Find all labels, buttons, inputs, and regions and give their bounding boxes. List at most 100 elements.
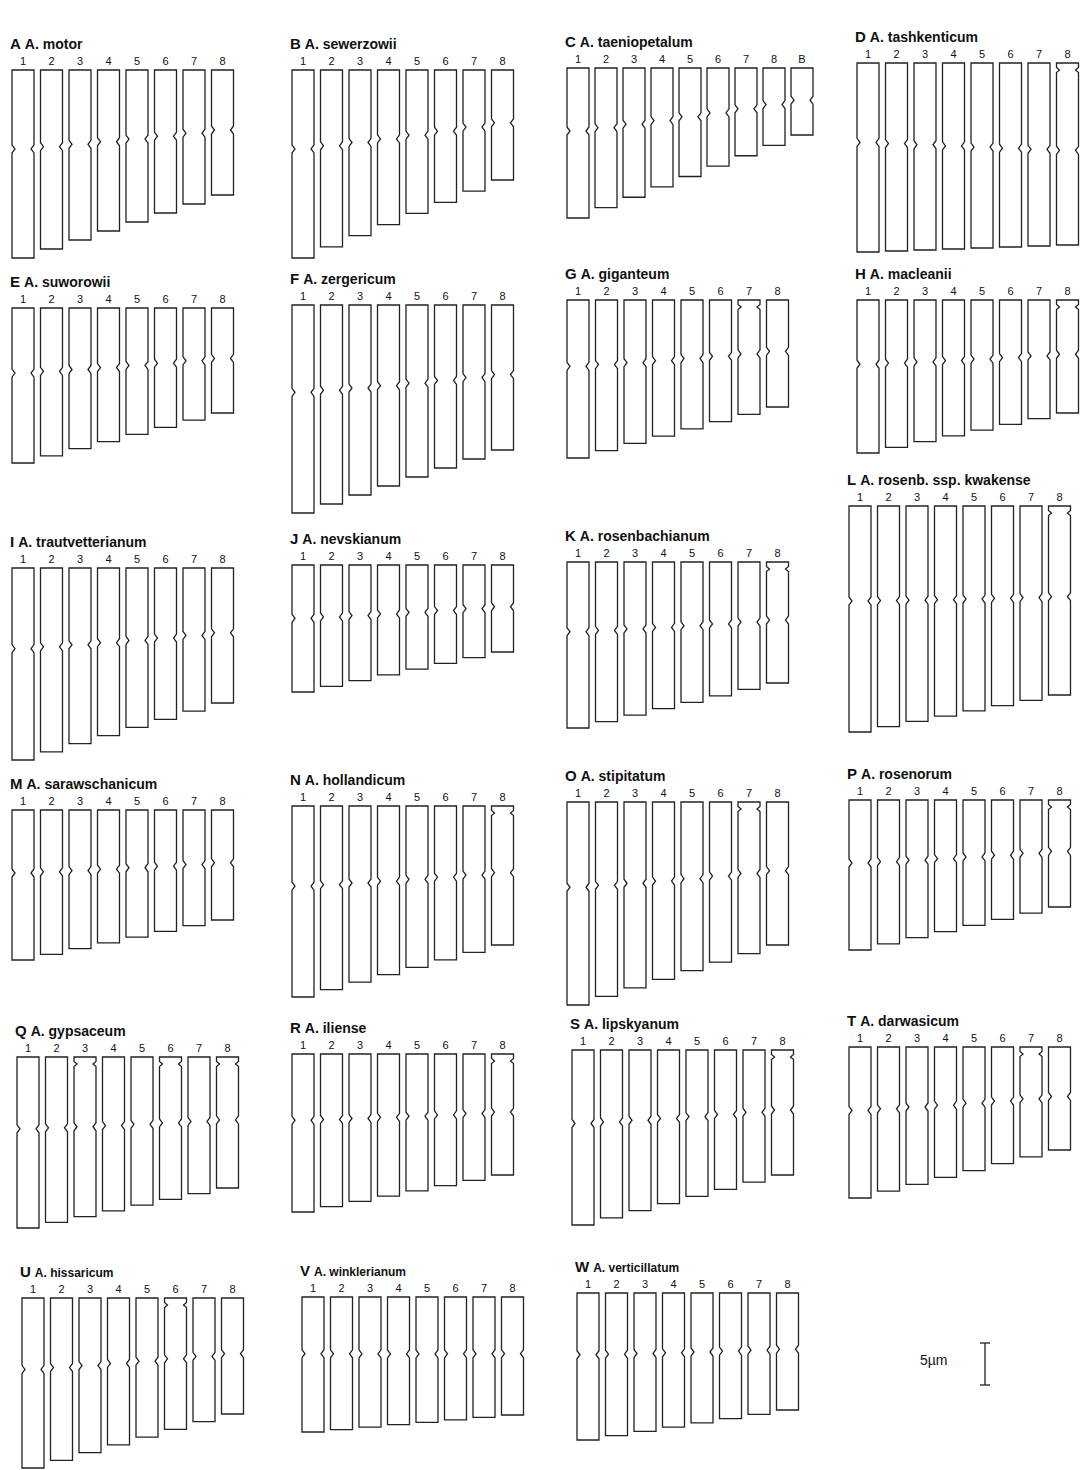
species-name: A. macleanii: [870, 266, 952, 282]
chromosome-number: 2: [321, 1039, 343, 1052]
chromosome-number: 5: [126, 293, 148, 306]
chromosome: [906, 800, 928, 938]
chromosome-number: 7: [1020, 785, 1042, 798]
chromosome: [406, 70, 428, 213]
chromosome-number: 5: [963, 1032, 985, 1045]
chromosome-number: 2: [321, 290, 343, 303]
chromosome: [943, 63, 965, 249]
chromosome-number: 5: [679, 53, 701, 66]
chromosome-number: 1: [849, 491, 871, 504]
chromosome-number: 6: [715, 1035, 737, 1048]
chromosome-number: 1: [292, 1039, 314, 1052]
chromosome-number: 1: [292, 290, 314, 303]
chromosome-number: 4: [98, 553, 120, 566]
panel-header: BA. sewerzowii: [290, 35, 397, 53]
chromosome: [857, 300, 879, 453]
chromosome: [1000, 300, 1022, 424]
chromosome: [849, 506, 871, 732]
species-name: A. gypsaceum: [31, 1023, 126, 1039]
chromosome-number: 2: [321, 791, 343, 804]
chromosome: [445, 1297, 467, 1420]
panel-header: DA. tashkenticum: [855, 28, 978, 46]
chromosome: [79, 1298, 101, 1453]
chromosome: [681, 300, 703, 429]
chromosome-number: 1: [572, 1035, 594, 1048]
chromosome-number: 5: [681, 547, 703, 560]
panel-letter: D: [855, 28, 866, 45]
chromosome-number: 2: [46, 1042, 68, 1055]
chromosome-number: 1: [567, 787, 589, 800]
chromosome: [681, 562, 703, 702]
chromosome-number: 1: [12, 55, 34, 68]
chromosome: [46, 1057, 68, 1222]
chromosome: [629, 1050, 651, 1211]
chromosome: [136, 1298, 158, 1437]
chromosome-number: 5: [126, 55, 148, 68]
panel-letter: K: [565, 527, 576, 544]
panel-letter: E: [10, 273, 20, 290]
chromosome-number: 4: [935, 1032, 957, 1045]
chromosome: [378, 806, 400, 975]
chromosome-number: 3: [906, 785, 928, 798]
chromosome: [98, 308, 120, 442]
chromosome-number: 8: [1049, 1032, 1071, 1045]
chromosome-number: 1: [857, 48, 879, 61]
chromosome-number: 4: [98, 293, 120, 306]
chromosome: [349, 565, 371, 681]
chromosome: [406, 806, 428, 967]
chromosome: [155, 568, 177, 719]
chromosome-number: 7: [183, 795, 205, 808]
chromosome: [567, 562, 589, 728]
chromosome: [183, 810, 205, 926]
chromosome-number: 6: [1000, 285, 1022, 298]
chromosome: [943, 300, 965, 436]
chromosome: [217, 1057, 239, 1188]
chromosome-number: 6: [165, 1283, 187, 1296]
chromosome: [567, 802, 589, 1005]
chromosome: [69, 810, 91, 949]
chromosome-number: 6: [992, 1032, 1014, 1045]
chromosome: [572, 1050, 594, 1225]
panel-header: WA. verticillatum: [575, 1258, 679, 1277]
chromosome: [331, 1297, 353, 1430]
chromosome: [41, 308, 63, 456]
chromosome-number: 4: [98, 795, 120, 808]
chromosome: [624, 300, 646, 443]
panel-letter: L: [847, 471, 856, 488]
chromosome-number: 8: [1057, 285, 1079, 298]
panel-header: TA. darwasicum: [847, 1012, 959, 1030]
chromosome: [349, 806, 371, 982]
chromosome-number: 2: [41, 293, 63, 306]
chromosome-number: 4: [653, 285, 675, 298]
chromosome: [653, 300, 675, 436]
chromosome: [492, 565, 514, 652]
chromosome-number: 3: [906, 1032, 928, 1045]
panel-letter: V: [300, 1262, 310, 1279]
panel-header: SA. lipskyanum: [570, 1015, 679, 1033]
chromosome-number: 6: [155, 795, 177, 808]
chromosome-number: 4: [103, 1042, 125, 1055]
chromosome-number: 3: [349, 290, 371, 303]
panel-header: PA. rosenorum: [847, 765, 952, 783]
chromosome-number: 2: [41, 795, 63, 808]
chromosome-number: 5: [963, 491, 985, 504]
chromosome: [606, 1293, 628, 1436]
chromosome: [378, 70, 400, 225]
chromosome: [735, 68, 757, 156]
chromosome-number: 2: [878, 785, 900, 798]
chromosome: [1020, 1047, 1042, 1157]
chromosome: [772, 1050, 794, 1175]
chromosome: [681, 802, 703, 971]
panel-letter: Q: [15, 1022, 27, 1039]
chromosome-number: 5: [406, 1039, 428, 1052]
chromosome-number: 7: [183, 553, 205, 566]
chromosome-number: 6: [720, 1278, 742, 1291]
chromosome: [378, 565, 400, 675]
chromosome: [416, 1297, 438, 1422]
chromosome-number: 3: [359, 1282, 381, 1295]
species-name: A. iliense: [305, 1020, 366, 1036]
chromosome-number: 4: [653, 787, 675, 800]
chromosome-number: 5: [126, 795, 148, 808]
chromosome-number: 1: [857, 285, 879, 298]
chromosome-number: 8: [492, 791, 514, 804]
